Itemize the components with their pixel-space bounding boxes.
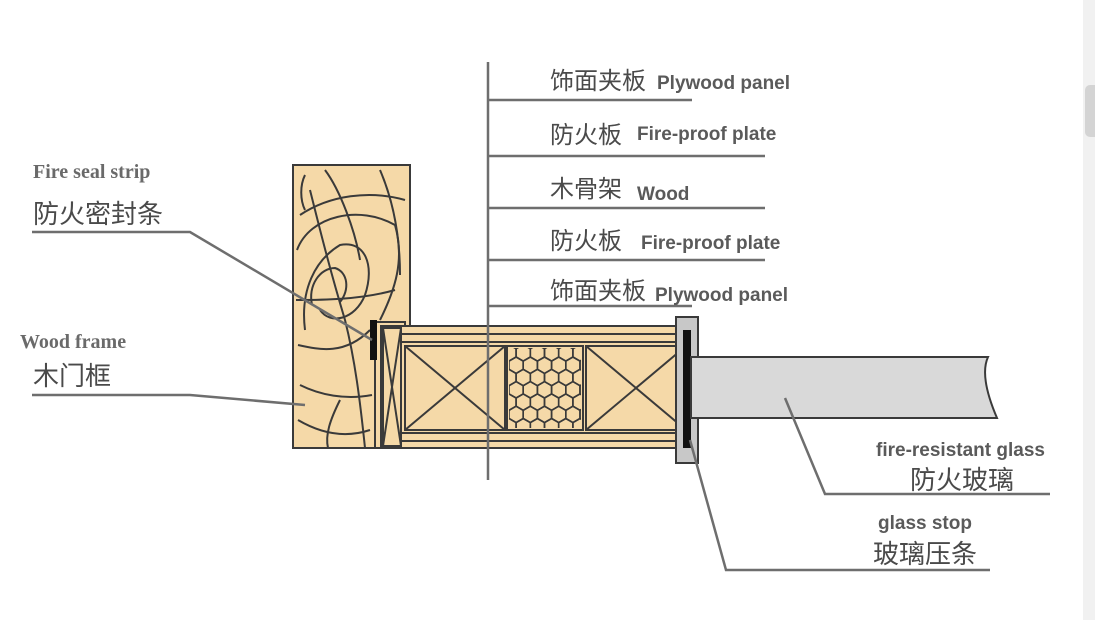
honeycomb-cell [572,417,581,428]
honeycomb-cell [579,408,581,421]
layer-5-zh: 饰面夹板 [550,277,646,305]
scrollbar-track[interactable] [1083,0,1095,620]
honeycomb-cell [579,384,581,396]
scrollbar-thumb[interactable] [1085,85,1095,137]
layer-2-en: Fire-proof plate [637,124,776,145]
fire-resistant-glass-en: fire-resistant glass [876,440,1045,461]
layer-3-en: Wood [637,184,689,205]
glass-stop-en: glass stop [878,513,972,534]
layer-2-zh: 防火板 [550,121,622,149]
fire-resistant-glass-pane [690,356,999,419]
edge-strip-cross-b [382,327,402,447]
fire-resistant-glass-leader [783,397,1050,496]
honeycomb-cells [509,348,581,428]
wood-framing-right-cross-b [585,345,687,431]
layer-1-zh: 饰面夹板 [550,67,646,95]
honeycomb-cell [579,359,581,371]
layer-5-en: Plywood panel [655,285,788,306]
layer-4-en: Fire-proof plate [641,233,780,254]
fire-seal-strip-leader [32,230,373,342]
glass-stop-zh: 玻璃压条 [873,540,977,570]
fire-seal-strip-en: Fire seal strip [33,161,150,183]
fire-seal-strip-zh: 防火密封条 [33,200,163,230]
fire-seal-strip [370,320,377,360]
glass-stop-leader [688,439,990,572]
layer-3-zh: 木骨架 [550,175,622,203]
wood-frame-en: Wood frame [20,331,126,353]
fire-resistant-glass-zh: 防火玻璃 [910,466,1014,496]
wood-frame-zh: 木门框 [33,362,111,392]
wood-frame-leader [32,393,306,407]
layer-1-en: Plywood panel [657,73,790,94]
door-leaf [380,325,689,449]
layer-4-zh: 防火板 [550,227,622,255]
honeycomb-core [506,345,584,431]
